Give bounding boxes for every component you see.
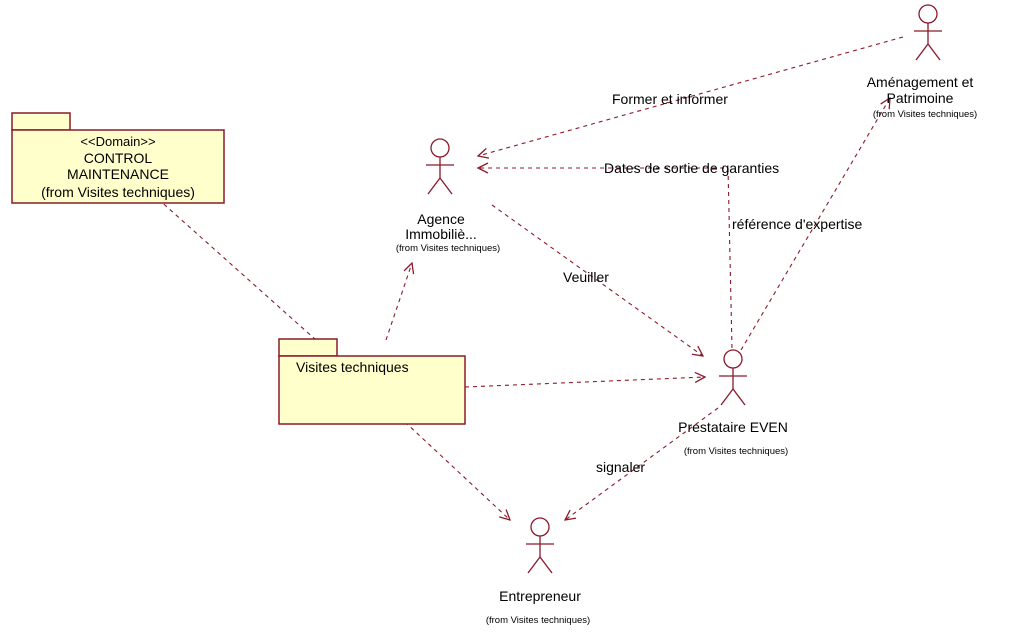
control-package-name-line2: MAINTENANCE xyxy=(67,166,169,182)
edge-label-former-informer: Former et informer xyxy=(612,91,728,107)
visites-package-name: Visites techniques xyxy=(296,359,409,375)
amenagement-name-line1: Aménagement et xyxy=(866,74,974,90)
control-package-stereotype: <<Domain>> xyxy=(80,134,156,149)
edge-amenagement-to-agence[interactable] xyxy=(478,36,904,156)
edge-visites-to-prestataire[interactable] xyxy=(464,377,705,388)
entrepreneur-from: (from Visites techniques) xyxy=(485,615,591,626)
edge-label-veuiller: Veuiller xyxy=(563,269,609,285)
actor-prestataire-icon[interactable] xyxy=(719,349,747,406)
entrepreneur-name: Entrepreneur xyxy=(499,588,581,604)
edge-label-reference-expertise: référence d'expertise xyxy=(732,216,863,232)
amenagement-name-line2: Patrimoine xyxy=(886,90,954,106)
edge-label-dates-sortie: Dates de sortie de garanties xyxy=(604,160,780,176)
actor-entrepreneur-icon[interactable] xyxy=(526,517,554,574)
package-visites-techniques[interactable] xyxy=(278,338,466,425)
edge-label-signaler: signaler xyxy=(596,459,646,475)
actor-agence-icon[interactable] xyxy=(426,138,454,195)
amenagement-from: (from Visites techniques) xyxy=(872,109,978,120)
package-control-maintenance[interactable] xyxy=(11,112,225,204)
actor-amenagement-icon[interactable] xyxy=(914,4,942,61)
control-package-from: (from Visites techniques) xyxy=(41,184,195,200)
agence-from: (from Visites techniques) xyxy=(395,243,501,254)
agence-name-line1: Agence xyxy=(417,211,465,227)
agence-name-line2: Immobiliè... xyxy=(405,226,477,242)
prestataire-name: Prestataire EVEN xyxy=(678,419,788,435)
prestataire-from: (from Visites techniques) xyxy=(683,446,789,457)
edge-prestataire-to-agence-dates[interactable] xyxy=(478,168,733,349)
edge-visites-to-agence[interactable] xyxy=(385,263,412,341)
edge-agence-to-prestataire[interactable] xyxy=(491,204,703,356)
control-package-name-line1: CONTROL xyxy=(83,150,153,166)
edge-visites-to-control[interactable] xyxy=(148,190,317,341)
edge-prestataire-to-amenagement[interactable] xyxy=(740,98,890,351)
edge-visites-to-entrepreneur[interactable] xyxy=(404,421,510,520)
